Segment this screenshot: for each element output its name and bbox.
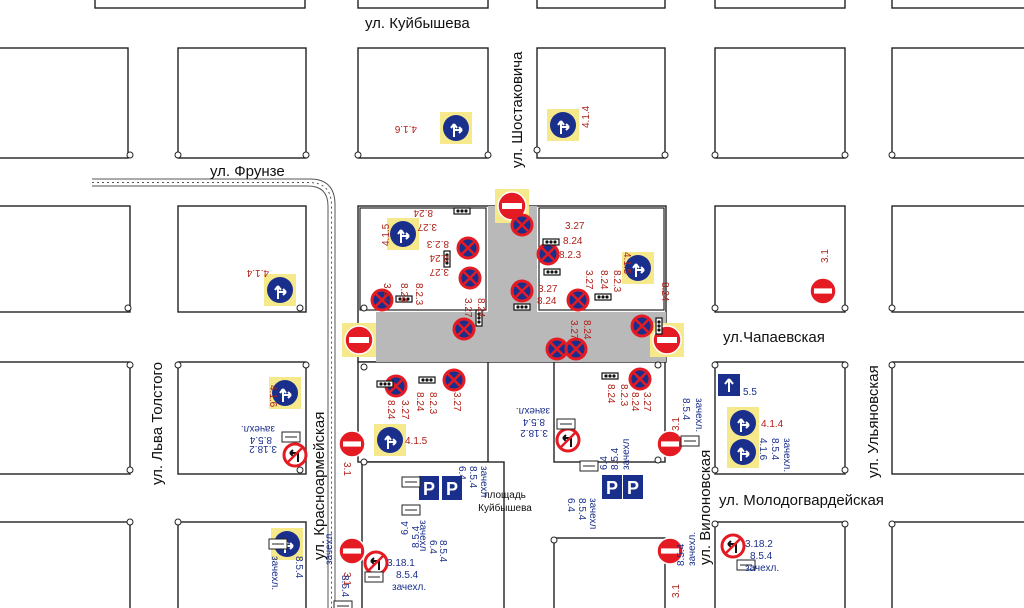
code-label: 8.24 [629, 392, 640, 412]
code-label: зачехл. [745, 563, 779, 574]
street-chapaevskaya: ул.Чапаевская [723, 329, 825, 346]
code-label: 8.24 [398, 283, 409, 303]
code-label: 4.1.5 [621, 252, 632, 275]
street-lva-tolstogo: ул. Льва Толстого [149, 362, 166, 485]
code-label: 8.2.3 [611, 270, 622, 293]
code-label: 3.1 [341, 462, 352, 476]
code-label: 8.5.4 [576, 498, 587, 521]
code-label: 8.5.4 [339, 575, 350, 598]
code-label: 6.4 [599, 456, 610, 470]
code-label: 8.24 [598, 270, 609, 290]
code-label: 8.24 [605, 384, 616, 404]
code-label: 8.5.4 [293, 556, 304, 579]
code-label: 3.1 [341, 572, 352, 586]
code-label: 3.1 [671, 584, 682, 598]
code-label: 4.1.6 [267, 385, 278, 408]
code-label: 8.5.4 [467, 466, 478, 489]
street-krasnoarmeyskaya: ул. Красноармейская [311, 412, 328, 560]
code-label: 3.27 [565, 221, 585, 232]
code-label: зачехл. [781, 438, 792, 472]
square-label-line2: Куйбышева [478, 502, 532, 514]
code-label: 4.1.6 [394, 123, 417, 134]
code-label: 4.1.4 [761, 419, 784, 430]
code-label: 3.27 [429, 266, 449, 277]
code-label: зачехл. [269, 556, 280, 590]
code-label: 8.24 [659, 282, 670, 302]
code-label: 8.5.4 [437, 540, 448, 563]
code-label: 3.27 [568, 320, 579, 340]
code-label: 3.1 [671, 417, 682, 431]
code-label: 6.4 [456, 466, 467, 480]
code-label: 6.4 [400, 521, 411, 535]
code-label: 8.5.4 [249, 434, 272, 445]
code-label: 3.27 [399, 400, 410, 420]
code-label: 3.27 [583, 270, 594, 290]
code-label: 8.5.4 [676, 543, 687, 566]
street-shostakovicha: ул. Шостаковича [509, 51, 526, 168]
code-label: 3.27 [641, 392, 652, 412]
code-label: зачехл. [241, 423, 275, 434]
parking-sign-icon [419, 475, 643, 500]
street-kuybysheva: ул. Куйбышева [365, 15, 470, 32]
code-label: 3.18.1 [387, 558, 415, 569]
code-label: 8.24 [475, 298, 486, 318]
one-way-sign-icon [718, 374, 740, 396]
code-label: зачехл. [324, 531, 335, 565]
code-label: 8.5.4 [396, 570, 419, 581]
code-label: 3.18.2 [520, 427, 548, 438]
code-label: 6.4 [565, 498, 576, 512]
code-label: 8.2.3 [559, 250, 582, 261]
code-label: 3.27 [462, 298, 473, 318]
code-label: 8.5.4 [610, 447, 621, 470]
square-label-line1: площадь [484, 490, 526, 501]
code-label: 8.24 [385, 400, 396, 420]
code-label: 4.1.4 [581, 105, 592, 128]
code-label: 8.5.4 [411, 525, 422, 548]
code-label: 8.2.3 [618, 384, 629, 407]
code-label: зачехл [621, 439, 632, 470]
code-label: 8.24 [414, 392, 425, 412]
code-label: 4.1.5 [381, 223, 392, 246]
code-label: 8.24 [429, 252, 449, 263]
code-label: 4.1.6 [757, 438, 768, 461]
code-label: 3.27 [381, 283, 392, 303]
tram-track [92, 178, 336, 608]
code-label: зачехл. [516, 405, 550, 416]
street-molodogvardeyskaya: ул. Молодогвардейская [719, 492, 884, 509]
code-label: зачехл [478, 466, 489, 497]
code-label: 8.5.4 [769, 438, 780, 461]
code-label: 8.24 [581, 320, 592, 340]
code-label: 4.1.4 [246, 267, 269, 278]
code-label: 8.24 [563, 236, 583, 247]
code-label: 8.5.4 [522, 416, 545, 427]
code-label: 4.1.5 [405, 436, 428, 447]
code-label: 8.5.4 [750, 551, 773, 562]
code-label: 8.24 [413, 207, 433, 218]
code-label: 5.5 [743, 387, 757, 398]
code-label: 3.27 [417, 221, 437, 232]
code-label: 8.24 [537, 296, 557, 307]
code-label: 3.18.2 [249, 443, 277, 454]
street-frunze: ул. Фрунзе [210, 163, 285, 180]
street-ulyanovskaya: ул. Ульяновская [865, 365, 882, 478]
code-label: 3.27 [451, 392, 462, 412]
code-label: зачехл. [392, 582, 426, 593]
code-label: 8.2.3 [413, 283, 424, 306]
code-label: зачехл. [693, 398, 704, 432]
code-label: 8.2.3 [427, 392, 438, 415]
code-label: зачехл. [687, 532, 698, 566]
code-label: 6.4 [427, 540, 438, 554]
code-label: зачехл [587, 498, 598, 529]
code-label: 3.18.2 [745, 539, 773, 550]
code-label: 8.5.4 [680, 398, 691, 421]
code-label: 3.1 [820, 249, 831, 263]
code-label: 3.27 [538, 284, 558, 295]
street-vilonovskaya: ул. Вилоновская [697, 450, 714, 565]
code-label: зачехл [417, 520, 428, 551]
code-label: 8.2.3 [426, 238, 449, 249]
